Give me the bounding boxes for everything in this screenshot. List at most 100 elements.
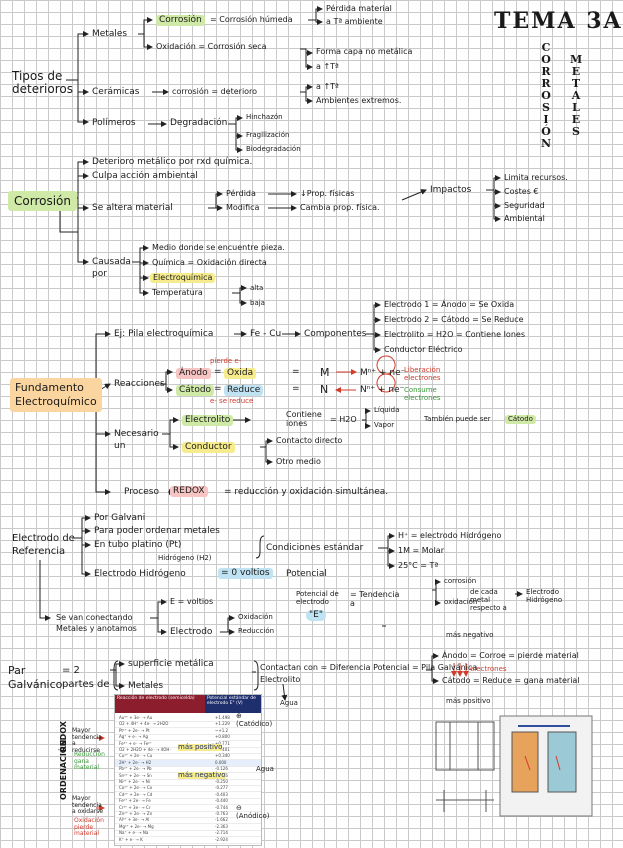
table-cell-reaction: Ni²⁺ + 2e⁻ → Ni	[119, 779, 150, 784]
table-row: Fe²⁺ + 2e⁻ → Fe-0.440	[115, 798, 261, 806]
corrosion-def-deterioro: Deterioro metálico por rxd química.	[92, 157, 253, 167]
corrosion-detail-1: Pérdida material	[326, 4, 392, 13]
prop-fisicas: ↓Prop. físicas	[300, 189, 355, 198]
table-cell-potential: -2.924	[215, 836, 228, 842]
oxidacion-detail-2: a ↑Tª	[316, 62, 339, 71]
electrolito-vapor: Vapor	[374, 421, 395, 429]
table-cell-potential: +1.229	[215, 721, 230, 727]
liberacion-electrones-note: Liberación electrones	[404, 366, 441, 382]
potencial-electrodo: Potencial de electrodo	[296, 590, 339, 606]
eq2-left: N	[320, 383, 329, 396]
label-redox: REDOX	[59, 721, 68, 752]
table-cell-potential: +0.771	[215, 741, 230, 747]
table-row: Mg²⁺ + 2e⁻ → Mg-2.363	[115, 824, 261, 831]
table-row: O2 + 4H⁺ + 4e⁻ → 2H2O+1.229	[115, 721, 261, 729]
table-cell-reaction: Fe²⁺ + 2e⁻ → Fe	[119, 798, 151, 804]
agua-label: Agua	[280, 699, 298, 707]
table-cell-potential: +1.498	[215, 715, 230, 720]
fe-cu: Fe - Cu	[250, 329, 282, 339]
catodo-equals: =	[214, 384, 222, 394]
superficie-metalica: superficie metálica	[128, 659, 214, 669]
polimeros-node: Polímeros	[92, 118, 136, 128]
fundamento-electroquimico-root: Fundamento Electroquímico	[10, 378, 102, 412]
table-mas-negativo: más negativo	[178, 771, 226, 779]
table-cell-reaction: Na⁺ + e⁻ → Na	[119, 830, 149, 836]
title-vertical-corrosion: CORROSIÓN	[540, 41, 552, 150]
table-cell-reaction: Ag⁺ + e⁻ → Ag	[119, 734, 149, 740]
causa-electroquimica: Electroquímica	[150, 273, 216, 283]
table-row: Cr³⁺ + 3e⁻ → Cr-0.744	[115, 805, 261, 812]
cero-voltios: = 0 voltios	[218, 568, 273, 579]
oxidacion-detail-1: Forma capa no metálica	[316, 47, 413, 56]
table-cell-reaction: Pb²⁺ + 2e⁻ → Pb	[119, 766, 152, 772]
tambien-puede-ser: También puede ser	[424, 415, 491, 423]
corrosion-altera-material: Se altera material	[92, 203, 173, 213]
mas-negativo-label: más negativo	[446, 631, 494, 639]
degradacion-node: Degradación	[170, 118, 228, 128]
corrosion-detail-2: a Tª ambiente	[326, 17, 383, 26]
table-cell-reaction: Cd²⁺ + 2e⁻ → Cd	[119, 791, 153, 797]
table-row: Au³⁺ + 3e⁻ → Au+1.498	[115, 715, 261, 722]
contiene-iones: Contiene iones	[286, 410, 322, 428]
table-cell-potential: -0.403	[215, 791, 228, 797]
pila-electroquimica: Ej: Pila electroquímica	[114, 329, 214, 339]
catodo-reduce: Cátodo = Reduce = gana material	[442, 676, 580, 685]
impacto-recursos: Limita recursos.	[504, 173, 568, 182]
ceramicas-detail-2: Ambientes extremos.	[316, 96, 402, 105]
e-voltios: E = voltios	[170, 597, 214, 606]
cond-temperatura: 25°C = Tª	[398, 561, 439, 570]
degradacion-biodegradacion: Biodegradación	[246, 145, 301, 153]
table-cell-reaction: Sn²⁺ + 2e⁻ → Sn	[119, 772, 152, 778]
table-cell-potential: 0.000	[215, 759, 227, 765]
causa-medio: Medio donde se encuentre pieza.	[152, 243, 285, 252]
table-cell-reaction: Cu²⁺ + 2e⁻ → Cu	[119, 753, 153, 759]
polo-negativo: ⊖ (Anódico)	[236, 804, 270, 820]
impacto-ambiental: Ambiental	[504, 214, 545, 223]
temperatura-baja: baja	[250, 299, 265, 307]
tubo-platino: En tubo platino (Pt)	[94, 540, 182, 550]
proceso-label: Proceso	[124, 487, 159, 497]
pierde-electrones-note: pierde e-	[210, 357, 242, 365]
cr-oxidacion-pierde: Oxidación pierde material	[74, 817, 104, 838]
metales-node: Metales	[92, 29, 128, 39]
electrodo-reduccion: Reducción	[238, 627, 275, 635]
table-row: Cd²⁺ + 2e⁻ → Cd -0.403	[115, 792, 261, 799]
table-cell-reaction: Mg²⁺ + 2e⁻ → Mg	[119, 823, 154, 829]
table-row: Al³⁺ + 3e⁻ → Al-1.662	[115, 817, 261, 825]
eq-equals-2: =	[292, 384, 300, 394]
tendencia-cada-metal: de cada metal respecto a	[470, 588, 507, 612]
table-row: Ag⁺ + e⁻ → Ag +0.800	[115, 734, 261, 742]
modifica-node: Modifica	[226, 203, 260, 212]
componente-conductor: Conductor Eléctrico	[384, 345, 463, 354]
ceramicas-node: Cerámicas	[92, 87, 140, 97]
electrolito-node: Electrolito	[182, 415, 234, 426]
table-cell-potential: -0.744	[215, 804, 228, 810]
tendencia-oxidacion: oxidación	[444, 598, 478, 606]
eq1-right: Mⁿ⁺ + ne⁻	[360, 368, 406, 378]
table-cell-reaction: Zn²⁺ + 2e⁻ → Zn	[119, 811, 153, 816]
polo-positivo: ⊕ (Catódico)	[236, 712, 273, 728]
catodo-label: Cátodo	[176, 385, 215, 396]
redox-definition: = reducción y oxidación simultánea.	[224, 487, 389, 497]
potencial-e-symbol: "E"	[306, 610, 326, 621]
se-reduce-note: e- se reduce	[210, 397, 254, 405]
reacciones-node: Reacciones	[114, 379, 165, 389]
perdida-node: Pérdida	[226, 189, 256, 198]
table-row: 2H⁺ + 2e⁻ → H2 0.000	[115, 759, 261, 767]
oxida-label: Oxida	[224, 368, 257, 379]
table-cell-reaction: 2H⁺ + 2e⁻ → H2	[119, 759, 152, 765]
table-cell-potential: +0.800	[215, 734, 230, 740]
table-row: Co²⁺ + 2e⁻ → Co-0.277	[115, 785, 261, 793]
condiciones-estandar: Condiciones estándar	[266, 543, 364, 553]
table-cell-potential: -1.662	[215, 817, 228, 823]
table-cell-potential: -0.277	[215, 785, 228, 791]
ordenar-metales: Para poder ordenar metales	[94, 526, 220, 536]
ceramicas-corrosion: corrosión = deterioro	[172, 87, 258, 96]
page-title: TEMA 3A	[494, 8, 623, 34]
electrodo-node: Electrodo	[170, 627, 213, 637]
table-cell-potential: -0.763	[215, 811, 228, 816]
componente-electrodo-2: Electrodo 2 = Cátodo = Se Reduce	[384, 315, 524, 324]
causa-temperatura: Temperatura	[152, 288, 203, 297]
title-vertical-metales: METALES	[570, 53, 583, 138]
table-row: Zn²⁺ + 2e⁻ → Zn -0.763	[115, 811, 261, 818]
